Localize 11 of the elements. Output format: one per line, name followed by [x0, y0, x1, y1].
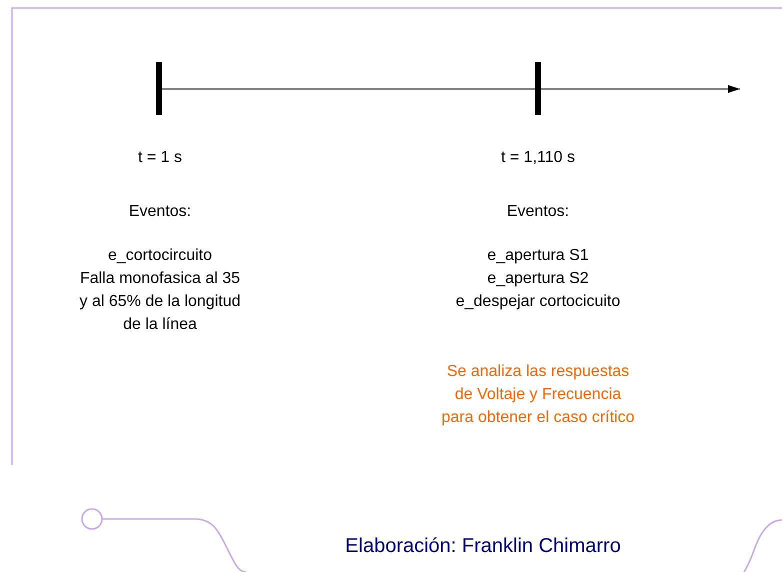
event-name: e_despejar cortocicuito [454, 292, 622, 312]
analysis-note: Se analiza las respuestas de Voltaje y Frecuencia para obtener el caso crítico [440, 362, 636, 428]
event-name: e_apertura S2 [486, 269, 590, 289]
events-heading: Eventos: [506, 202, 570, 222]
time-label: t = 1 s [136, 148, 184, 168]
events-heading: Eventos: [128, 202, 192, 222]
event-name: e_apertura S1 [486, 246, 590, 266]
time-label: t = 1,110 s [500, 148, 576, 168]
event-description: Falla monofasica al 35 y al 65% de la longitud de la línea [78, 269, 242, 335]
event-name: e_cortocircuito [106, 246, 214, 266]
caption: Elaboración: Franklin Chimarro [345, 534, 621, 559]
